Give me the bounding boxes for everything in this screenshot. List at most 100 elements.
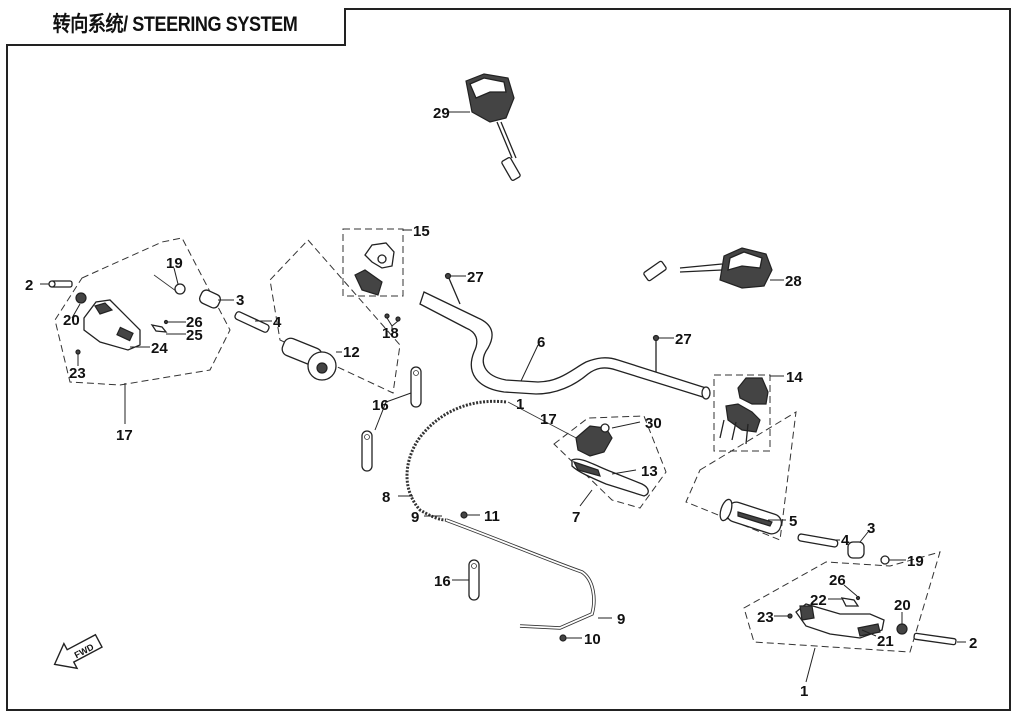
clamp-25-left	[150, 324, 168, 333]
screws-18	[384, 313, 401, 331]
callout-14: 14	[786, 369, 803, 386]
callout-9-top: 9	[411, 509, 419, 526]
mirror-29	[448, 73, 521, 181]
screw-26-left	[163, 319, 169, 325]
cable-strap-16-a	[410, 366, 422, 408]
leader-13	[611, 469, 637, 475]
callout-6: 6	[537, 334, 545, 351]
switch-14-group-outline	[713, 374, 771, 452]
title-box: 转向系统/ STEERING SYSTEM	[6, 8, 346, 46]
left-switch-group-outline	[269, 239, 401, 394]
leader-3-right	[859, 531, 869, 543]
callout-4-left: 4	[273, 314, 282, 331]
callout-17-left: 17	[116, 427, 133, 444]
left-handguard-group-outline	[54, 237, 231, 386]
page-title: 转向系统/ STEERING SYSTEM	[52, 13, 298, 36]
screw-27-right	[652, 334, 674, 372]
clutch-lever-13	[571, 458, 649, 497]
callout-3-right: 3	[867, 520, 875, 537]
bar-end-weight-left	[198, 289, 234, 309]
callout-22: 22	[810, 592, 827, 609]
spacer-19-right	[880, 555, 906, 565]
throttle-grip-12	[281, 337, 342, 381]
clutch-cable-8	[398, 399, 612, 642]
screw-27-left	[444, 272, 466, 305]
callout-9-bottom: 9	[617, 611, 625, 628]
handguard-right	[795, 603, 885, 639]
leader-19-left	[173, 267, 179, 285]
callout-16-bottom: 16	[434, 573, 451, 590]
cable-strap-16-c	[468, 559, 480, 601]
nut-10	[559, 634, 567, 642]
callout-5: 5	[789, 513, 797, 530]
callout-10: 10	[584, 631, 601, 648]
diagram-frame	[6, 8, 1011, 711]
nut-11	[460, 511, 468, 519]
clutch-perch-30	[575, 421, 641, 457]
switch-housing-14	[719, 377, 769, 445]
callout-21: 21	[877, 633, 894, 650]
spacer-19-left	[174, 283, 186, 295]
leader-7	[579, 489, 593, 507]
nut-20-right	[896, 623, 908, 635]
callout-3-left: 3	[236, 292, 244, 309]
grip-5	[719, 498, 786, 535]
callout-20-left: 20	[63, 312, 80, 329]
screw-23-right	[787, 613, 793, 619]
forward-direction-arrow-icon: FWD	[53, 633, 103, 670]
callout-23-right: 23	[757, 609, 774, 626]
screw-23-left	[75, 349, 81, 355]
mirror-28	[643, 247, 784, 289]
callout-1-cable: 1	[516, 396, 524, 413]
leader-1-right	[805, 647, 816, 683]
callout-1-right: 1	[800, 683, 808, 700]
leader-26-right	[843, 584, 858, 597]
callout-30: 30	[645, 415, 662, 432]
handguard-left	[83, 299, 141, 351]
left-handguard-assembly	[40, 237, 231, 424]
callout-16-top: 16	[372, 397, 389, 414]
bar-end-weight-3-right	[847, 531, 869, 559]
bolt-2-right	[913, 632, 966, 646]
callout-23-left: 23	[69, 365, 86, 382]
callout-4-right: 4	[841, 532, 850, 549]
bar-end-shaft-4-right	[797, 533, 840, 548]
callout-2-right: 2	[969, 635, 977, 652]
callout-7: 7	[572, 509, 580, 526]
callout-15: 15	[413, 223, 430, 240]
callout-2-left: 2	[25, 277, 33, 294]
right-grip-group-outline	[685, 411, 797, 541]
callout-29: 29	[433, 105, 450, 122]
callout-24-left: 24	[151, 340, 168, 357]
leader-20-left	[71, 303, 81, 319]
callout-19-left: 19	[166, 255, 183, 272]
leader-16-top	[374, 392, 412, 431]
nut-20-left	[75, 292, 87, 304]
callout-11: 11	[484, 508, 500, 525]
callout-26-left: 26	[186, 314, 203, 331]
callout-17-cable: 17	[540, 411, 557, 428]
callout-25-left: 25	[186, 327, 203, 344]
axis-line-left	[153, 274, 177, 292]
leader-6	[520, 344, 539, 382]
cable-strap-16-b	[361, 430, 373, 472]
handlebar-6	[419, 291, 711, 400]
switch-15-group-outline	[342, 228, 404, 297]
bar-end-shaft-4-left	[234, 311, 272, 333]
right-handguard-group-outline	[743, 551, 941, 653]
callout-8: 8	[382, 489, 390, 506]
clamp-22	[828, 597, 860, 607]
leader-30	[611, 421, 641, 429]
callout-28: 28	[785, 273, 802, 290]
screw-26-right	[855, 595, 861, 601]
callout-13: 13	[641, 463, 658, 480]
callout-27-right: 27	[675, 331, 692, 348]
callout-12: 12	[343, 344, 360, 361]
clutch-lever-group-outline	[553, 415, 667, 509]
bolt-2-left	[48, 280, 73, 288]
callout-27-left: 27	[467, 269, 484, 286]
callout-20-right: 20	[894, 597, 911, 614]
callout-labels: 2 19 3 20 26 25 24 23 17 4 12 15 18 16 2…	[25, 105, 977, 700]
callout-18: 18	[382, 325, 399, 342]
